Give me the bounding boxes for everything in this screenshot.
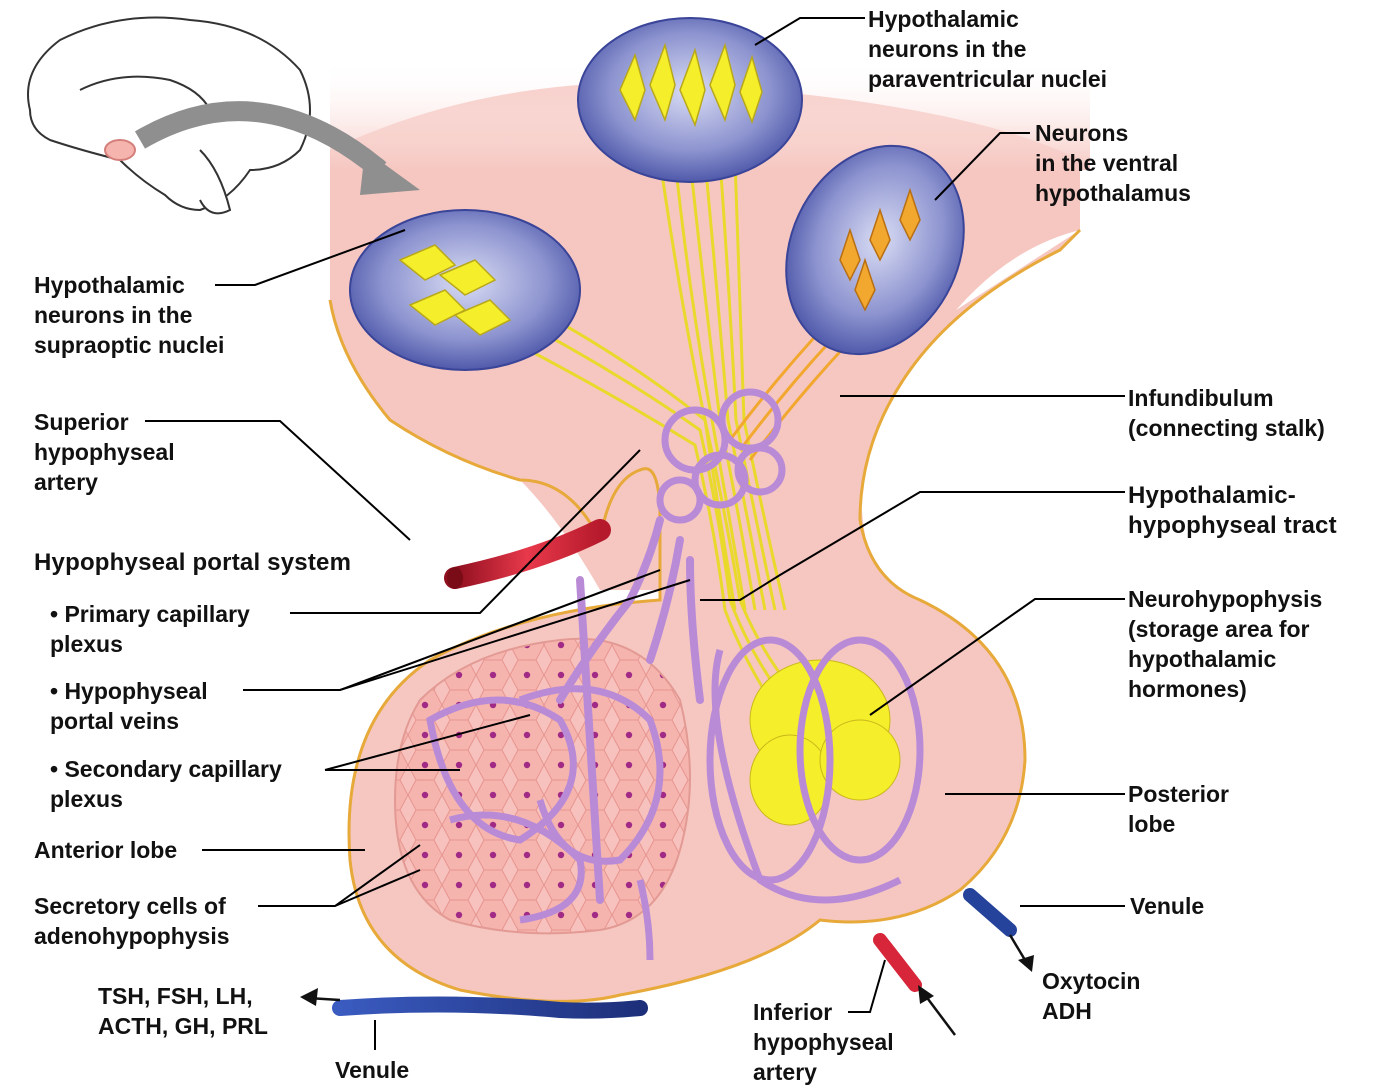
label-venule-bottom: Venule bbox=[335, 1055, 409, 1085]
label-anterior-hormones: TSH, FSH, LH, ACTH, GH, PRL bbox=[98, 981, 268, 1041]
label-portal-veins: • Hypophyseal portal veins bbox=[50, 676, 208, 736]
label-anterior-lobe: Anterior lobe bbox=[34, 835, 177, 865]
label-ventral-hypothalamus: Neurons in the ventral hypothalamus bbox=[1035, 118, 1191, 208]
label-infundibulum: Infundibulum (connecting stalk) bbox=[1128, 383, 1325, 443]
supraoptic-nucleus bbox=[350, 210, 580, 370]
label-venule-right: Venule bbox=[1130, 891, 1204, 921]
label-neurohypophysis: Neurohypophysis (storage area for hypoth… bbox=[1128, 584, 1322, 704]
label-superior-artery: Superior hypophyseal artery bbox=[34, 407, 175, 497]
label-inferior-artery: Inferior hypophyseal artery bbox=[753, 997, 894, 1087]
venule-posterior bbox=[970, 895, 1010, 930]
label-secondary-plexus: • Secondary capillary plexus bbox=[50, 754, 282, 814]
paraventricular-nucleus bbox=[578, 18, 802, 182]
label-secretory-cells: Secretory cells of adenohypophysis bbox=[34, 891, 230, 951]
label-posterior-lobe: Posterior lobe bbox=[1128, 779, 1229, 839]
label-primary-plexus: • Primary capillary plexus bbox=[50, 599, 250, 659]
inferior-artery-arrow bbox=[925, 995, 955, 1035]
label-oxytocin-adh: Oxytocin ADH bbox=[1042, 966, 1140, 1026]
label-hypophyseal-tract: Hypothalamic- hypophyseal tract bbox=[1128, 481, 1337, 541]
label-portal-system: Hypophyseal portal system bbox=[34, 548, 351, 578]
venule-anterior bbox=[340, 1004, 640, 1010]
anterior-lobe-cells bbox=[395, 639, 690, 934]
label-supraoptic: Hypothalamic neurons in the supraoptic n… bbox=[34, 270, 224, 360]
label-paraventricular: Hypothalamic neurons in the paraventricu… bbox=[868, 4, 1107, 94]
